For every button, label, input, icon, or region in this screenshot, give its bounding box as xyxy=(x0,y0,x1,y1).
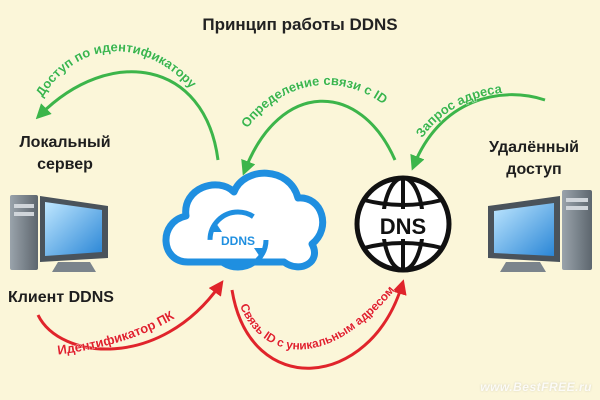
local-computer-icon xyxy=(10,195,108,272)
label-id-unique-address: Связь ID с уникальным адресом xyxy=(237,283,398,353)
remote-access-line1: Удалённый xyxy=(489,139,579,156)
ddns-client-label: Клиент DDNS xyxy=(8,289,114,306)
local-server-label: Локальный сервер xyxy=(10,132,120,176)
dns-label: DNS xyxy=(380,214,426,239)
ddns-cloud-icon: DDNS xyxy=(162,169,327,271)
arrow-pc-identifier xyxy=(36,280,224,351)
arrow-address-request xyxy=(410,93,546,171)
arrow-link-definition xyxy=(241,99,397,176)
svg-text:Идентификатор ПК: Идентификатор ПК xyxy=(56,308,176,358)
label-pc-identifier: Идентификатор ПК xyxy=(56,307,177,358)
svg-text:Доступ по идентификатору: Доступ по идентификатору xyxy=(32,39,200,99)
cloud-ddns-label: DDNS xyxy=(221,234,255,248)
diagram-title: Принцип работы DDNS xyxy=(202,15,398,34)
remote-computer-icon xyxy=(488,190,592,272)
remote-access-label: Удалённый доступ xyxy=(478,137,590,181)
label-access-by-id: Доступ по идентификатору xyxy=(32,39,200,100)
local-server-line2: сервер xyxy=(37,156,93,173)
local-server-line1: Локальный xyxy=(19,134,111,151)
arrow-id-unique-address xyxy=(230,279,407,370)
dns-globe-icon: DNS xyxy=(354,175,452,273)
arrow-access-by-id xyxy=(35,70,220,161)
remote-access-line2: доступ xyxy=(506,161,562,178)
svg-text:Связь ID с уникальным адресом: Связь ID с уникальным адресом xyxy=(237,283,397,353)
watermark: www.BestFREE.ru xyxy=(480,380,592,394)
